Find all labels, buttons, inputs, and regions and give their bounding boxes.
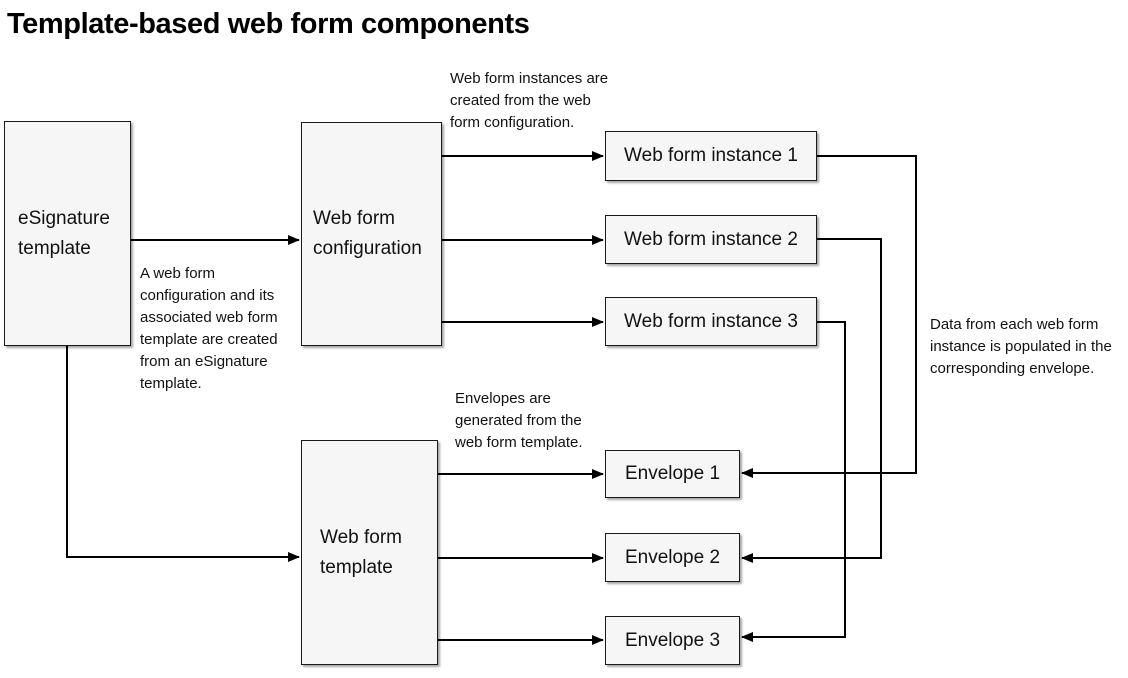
node-web-form-configuration-label: Web form configuration [313,208,422,259]
node-envelope-2-label: Envelope 2 [624,546,721,568]
annotation-envelopes-note: Envelopes are generated from the web for… [455,390,583,451]
node-web-form-instance-1: Web form instance 1 [605,131,817,181]
node-esignature-template: eSignature template [4,121,131,346]
arrow-esignature-to-web-form-template [66,346,300,562]
node-web-form-instance-3-label: Web form instance 3 [624,310,798,332]
node-envelope-1-label: Envelope 1 [624,463,721,484]
node-envelope-3-label: Envelope 3 [624,629,721,651]
node-web-form-instance-2-label: Web form instance 2 [624,228,798,250]
page-title: Template-based web form components [7,8,530,40]
node-web-form-instance-1-label: Web form instance 1 [624,145,798,166]
node-web-form-configuration: Web form configuration [301,122,442,346]
node-envelope-2: Envelope 2 [605,533,740,582]
arrow-instance-2-to-envelope-2 [741,238,882,563]
arrow-instance-1-to-envelope-1 [741,155,917,478]
node-web-form-template: Web form template [301,440,438,665]
node-web-form-instance-3: Web form instance 3 [605,297,817,346]
annotation-instances-note: Web form instances are created from the … [450,70,609,131]
node-esignature-template-label: eSignature template [18,207,110,259]
node-web-form-instance-2: Web form instance 2 [605,215,817,264]
node-web-form-template-label: Web form template [320,526,403,578]
node-envelope-1: Envelope 1 [605,450,740,498]
arrow-instance-3-to-envelope-3 [741,321,846,642]
annotation-data-note: Data from each web form instance is popu… [930,316,1112,377]
annotation-creation-note: A web form configuration and its associa… [140,265,278,392]
node-envelope-3: Envelope 3 [605,616,740,665]
